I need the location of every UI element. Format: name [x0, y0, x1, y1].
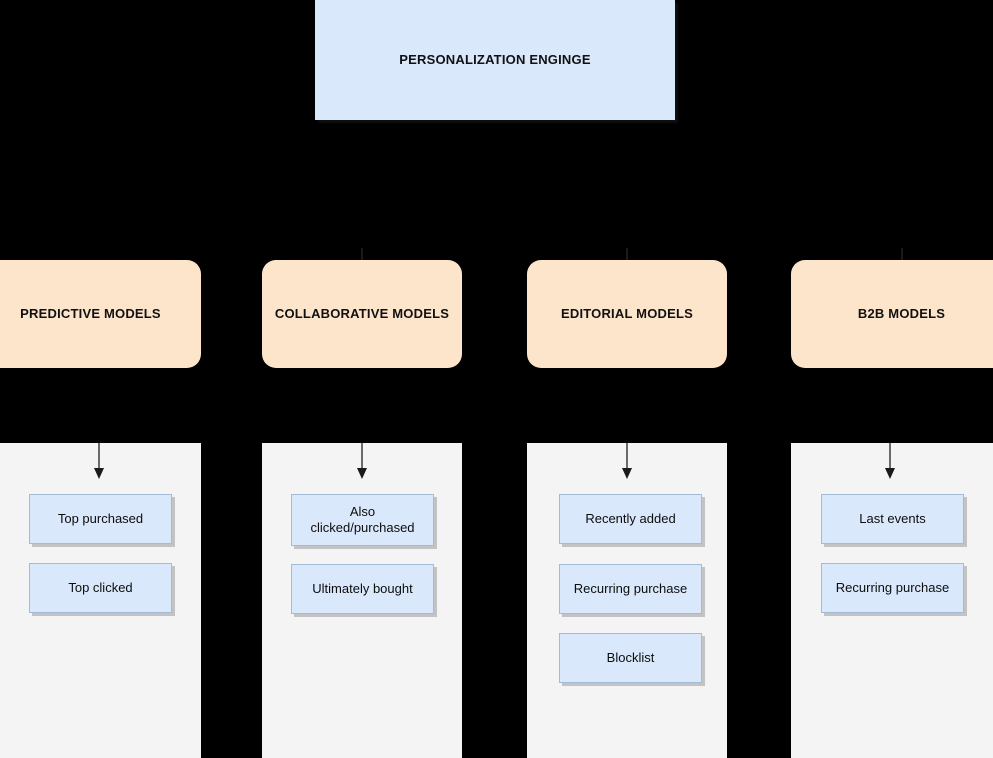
down-arrow-icon	[885, 443, 896, 481]
card-recurring-purchase-b2b[interactable]: Recurring purchase	[821, 563, 964, 613]
card-recently-added-label: Recently added	[585, 510, 676, 526]
card-blocklist-label: Blocklist	[606, 649, 655, 665]
predictive-lane: Top purchased Top clicked	[0, 443, 201, 758]
connector-stub-icon	[361, 248, 363, 260]
b2b-lane: Last events Recurring purchase	[791, 443, 993, 758]
arrow-head	[94, 468, 104, 479]
card-recurring-purchase-b2b-label: Recurring purchase	[835, 579, 950, 595]
node-predictive-models[interactable]: PREDICTIVE MODELS	[0, 260, 201, 368]
card-top-purchased-label: Top purchased	[57, 510, 144, 526]
node-editorial-models[interactable]: EDITORIAL MODELS	[527, 248, 727, 368]
card-top-purchased[interactable]: Top purchased	[29, 494, 172, 544]
card-blocklist[interactable]: Blocklist	[559, 633, 702, 683]
node-personalization-engine[interactable]: PERSONALIZATION ENGINGE	[315, 0, 675, 120]
arrow-head	[885, 468, 895, 479]
arrow-shaft	[626, 443, 628, 471]
node-b2b-models[interactable]: B2B MODELS	[791, 248, 993, 368]
editorial-lane: Recently added Recurring purchase Blockl…	[527, 443, 727, 758]
node-predictive-models-label: PREDICTIVE MODELS	[20, 305, 161, 321]
card-also-clicked-purchased-label: Also clicked/purchased	[310, 503, 415, 535]
card-recurring-purchase-label: Recurring purchase	[573, 580, 688, 596]
node-editorial-models-label: EDITORIAL MODELS	[560, 305, 693, 321]
card-last-events[interactable]: Last events	[821, 494, 964, 544]
arrow-head	[622, 468, 632, 479]
card-ultimately-bought[interactable]: Ultimately bought	[291, 564, 434, 614]
connector-stub-icon	[900, 248, 903, 260]
node-personalization-engine-label: PERSONALIZATION ENGINGE	[399, 52, 591, 68]
card-also-clicked-purchased[interactable]: Also clicked/purchased	[291, 494, 434, 546]
card-top-clicked-label: Top clicked	[68, 579, 133, 595]
card-top-clicked[interactable]: Top clicked	[29, 563, 172, 613]
card-last-events-label: Last events	[859, 510, 926, 526]
node-collaborative-models-label: COLLABORATIVE MODELS	[274, 305, 450, 321]
down-arrow-icon	[94, 443, 105, 481]
card-recurring-purchase[interactable]: Recurring purchase	[559, 564, 702, 614]
card-ultimately-bought-label: Ultimately bought	[312, 580, 413, 596]
arrow-shaft	[889, 443, 891, 471]
connector-stub-icon	[626, 248, 628, 260]
arrow-head	[357, 468, 367, 479]
node-b2b-models-label: B2B MODELS	[857, 305, 946, 321]
card-recently-added[interactable]: Recently added	[559, 494, 702, 544]
node-collaborative-models[interactable]: COLLABORATIVE MODELS	[262, 248, 462, 368]
down-arrow-icon	[357, 443, 368, 481]
down-arrow-icon	[622, 443, 633, 481]
arrow-shaft	[98, 443, 100, 471]
arrow-shaft	[361, 443, 363, 471]
collaborative-lane: Also clicked/purchased Ultimately bought	[262, 443, 462, 758]
